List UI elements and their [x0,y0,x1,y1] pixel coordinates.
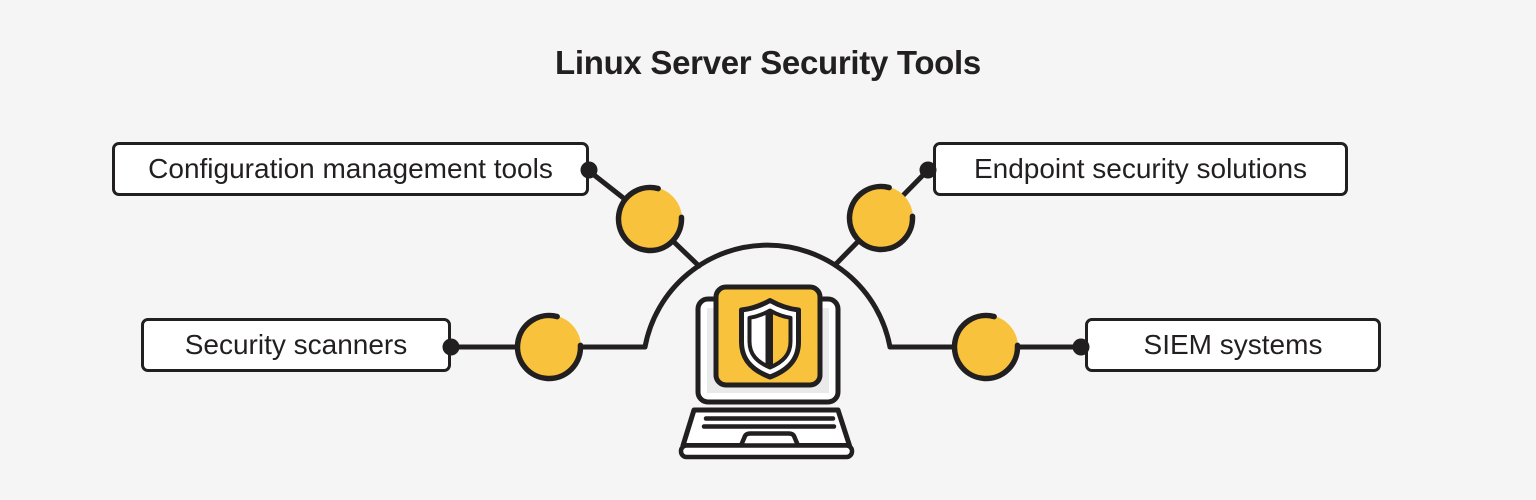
shield-inner-outline [747,308,793,370]
junction-ring-bottom-right [951,312,1021,382]
center-arc [642,242,893,350]
node-box-security-scanners: Security scanners [141,318,451,372]
laptop-screen [695,296,841,405]
junction-circle-top-left [618,187,682,251]
junction-circles [514,183,1021,382]
node-label-security-scanners: Security scanners [184,329,408,360]
shield-icon [739,298,801,380]
junction-circle-bottom-left [517,315,581,379]
junction-ring-top-right [846,183,916,253]
laptop-screen-panel [707,308,829,393]
laptop-base-bar [678,443,855,460]
junction-circle-bottom-right [954,315,1018,379]
junction-ring-bottom-left [514,312,584,382]
junction-ring-top-left [615,184,685,254]
node-label-configuration-management: Configuration management tools [148,153,553,184]
connector-top-right [832,167,931,268]
node-box-configuration-management: Configuration management tools [112,142,589,196]
page-title: Linux Server Security Tools [555,44,981,81]
laptop-base [680,407,852,448]
laptop-trackpad-notch [738,431,801,447]
shield-outer [739,298,801,380]
shield-badge-background [713,284,823,388]
node-box-endpoint-security: Endpoint security solutions [933,142,1348,196]
node-label-siem-systems: SIEM systems [1143,329,1323,360]
junction-circle-top-right [849,186,913,250]
node-label-endpoint-security: Endpoint security solutions [973,153,1308,184]
connector-top-left [586,168,702,269]
laptop-shield-icon [678,284,855,460]
node-box-siem-systems: SIEM systems [1085,318,1381,372]
shield-inner-fill [749,310,791,368]
